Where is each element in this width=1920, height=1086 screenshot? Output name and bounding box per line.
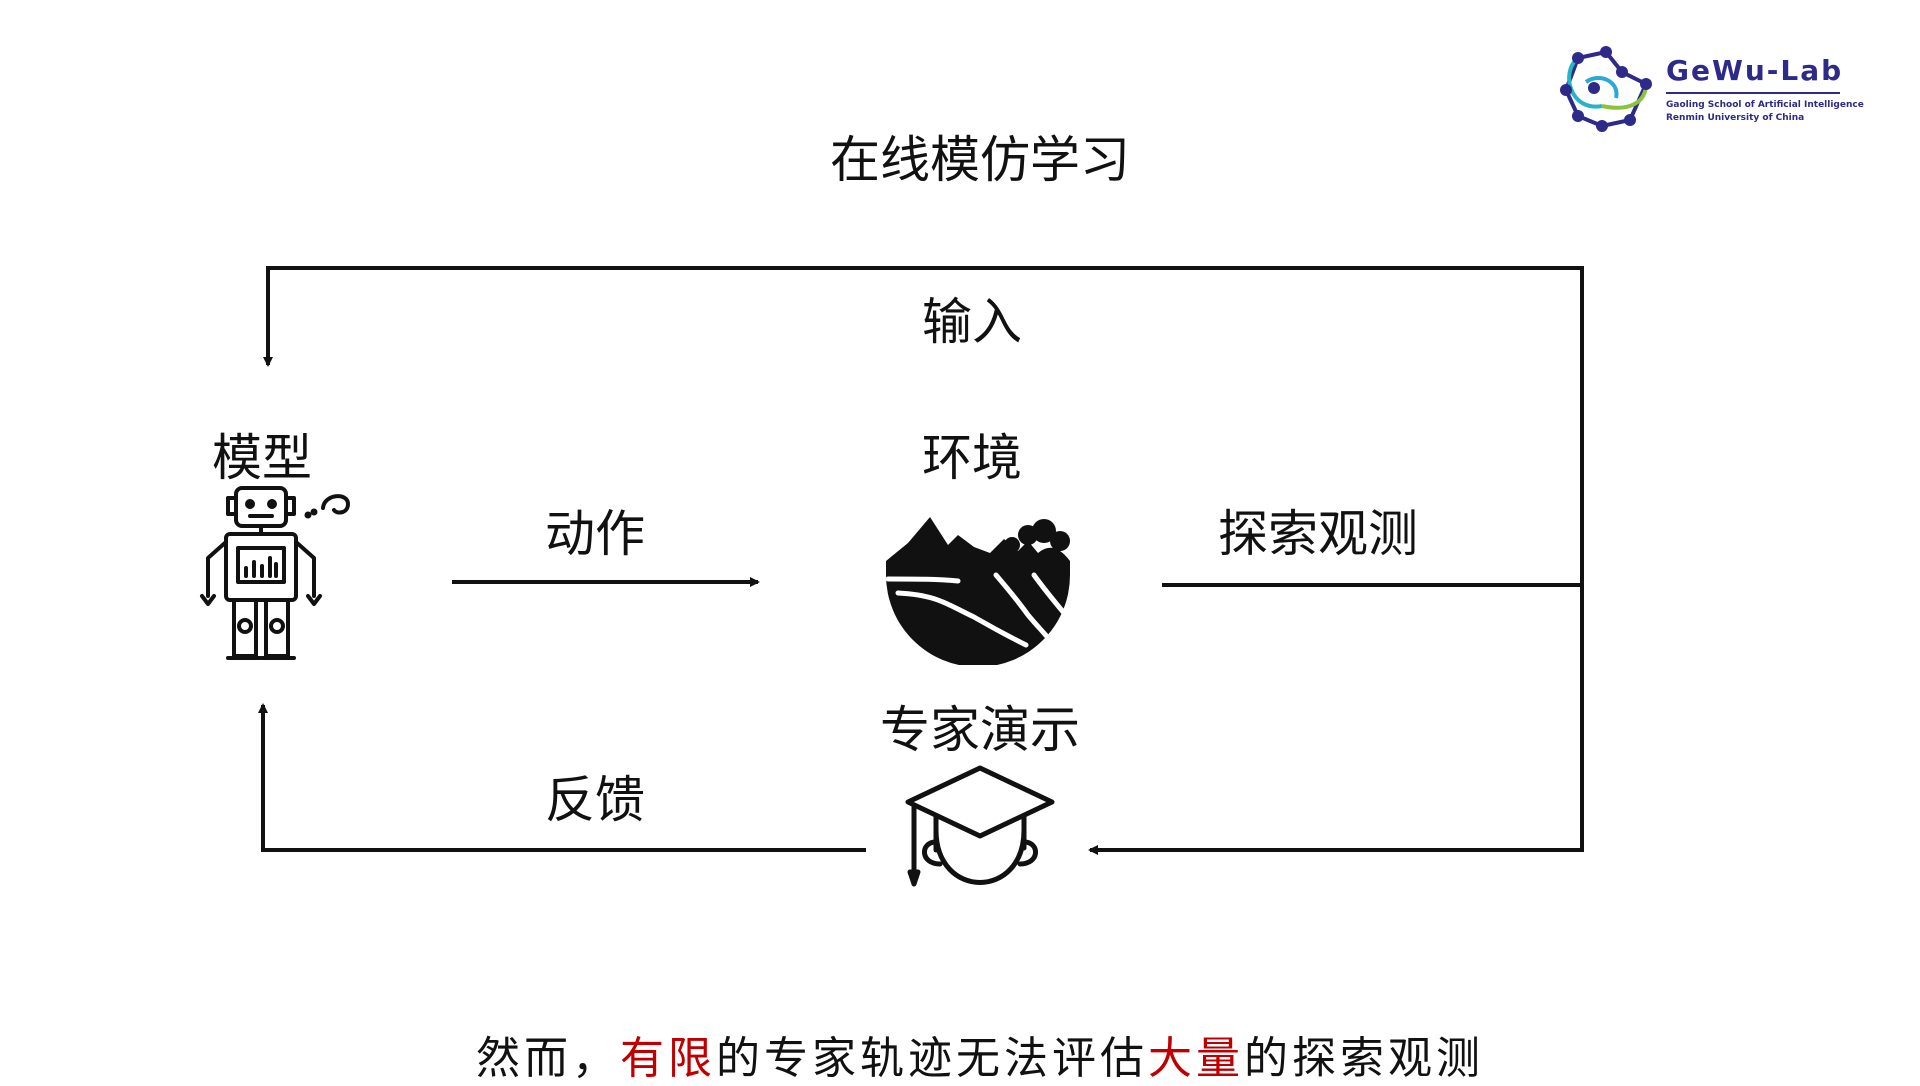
- graduate-icon: [905, 765, 1055, 887]
- feedback-label: 反馈: [545, 771, 645, 829]
- page-title: 在线模仿学习: [830, 131, 1130, 189]
- caption-highlight2: 大量: [1148, 1033, 1244, 1084]
- robot-icon: [200, 486, 350, 660]
- action-label: 动作: [545, 505, 645, 563]
- caption-part1: 然而，: [476, 1033, 620, 1084]
- caption: 然而，有限的专家轨迹无法评估大量的探索观测: [0, 1022, 1920, 1086]
- model-label: 模型: [212, 429, 312, 487]
- input-connector: [263, 266, 1584, 585]
- logo-line1: Gaoling School of Artificial Intelligenc…: [1666, 100, 1864, 110]
- environment-label: 环境: [922, 429, 1022, 487]
- logo-divider: [1666, 92, 1840, 94]
- landscape-icon: [885, 517, 1070, 665]
- logo-name: GeWu-Lab: [1666, 54, 1844, 87]
- explore-label: 探索观测: [1218, 505, 1418, 563]
- feedback-connector: [258, 703, 866, 852]
- expert-label: 专家演示: [880, 701, 1080, 759]
- caption-highlight1: 有限: [620, 1033, 716, 1084]
- to-expert-connector: [1088, 585, 1584, 855]
- input-label: 输入: [922, 293, 1022, 351]
- logo-line2: Renmin University of China: [1666, 113, 1805, 123]
- gewu-logo-icon: [1560, 46, 1652, 132]
- caption-part2: 的专家轨迹无法评估: [716, 1033, 1148, 1084]
- caption-part3: 的探索观测: [1244, 1033, 1484, 1084]
